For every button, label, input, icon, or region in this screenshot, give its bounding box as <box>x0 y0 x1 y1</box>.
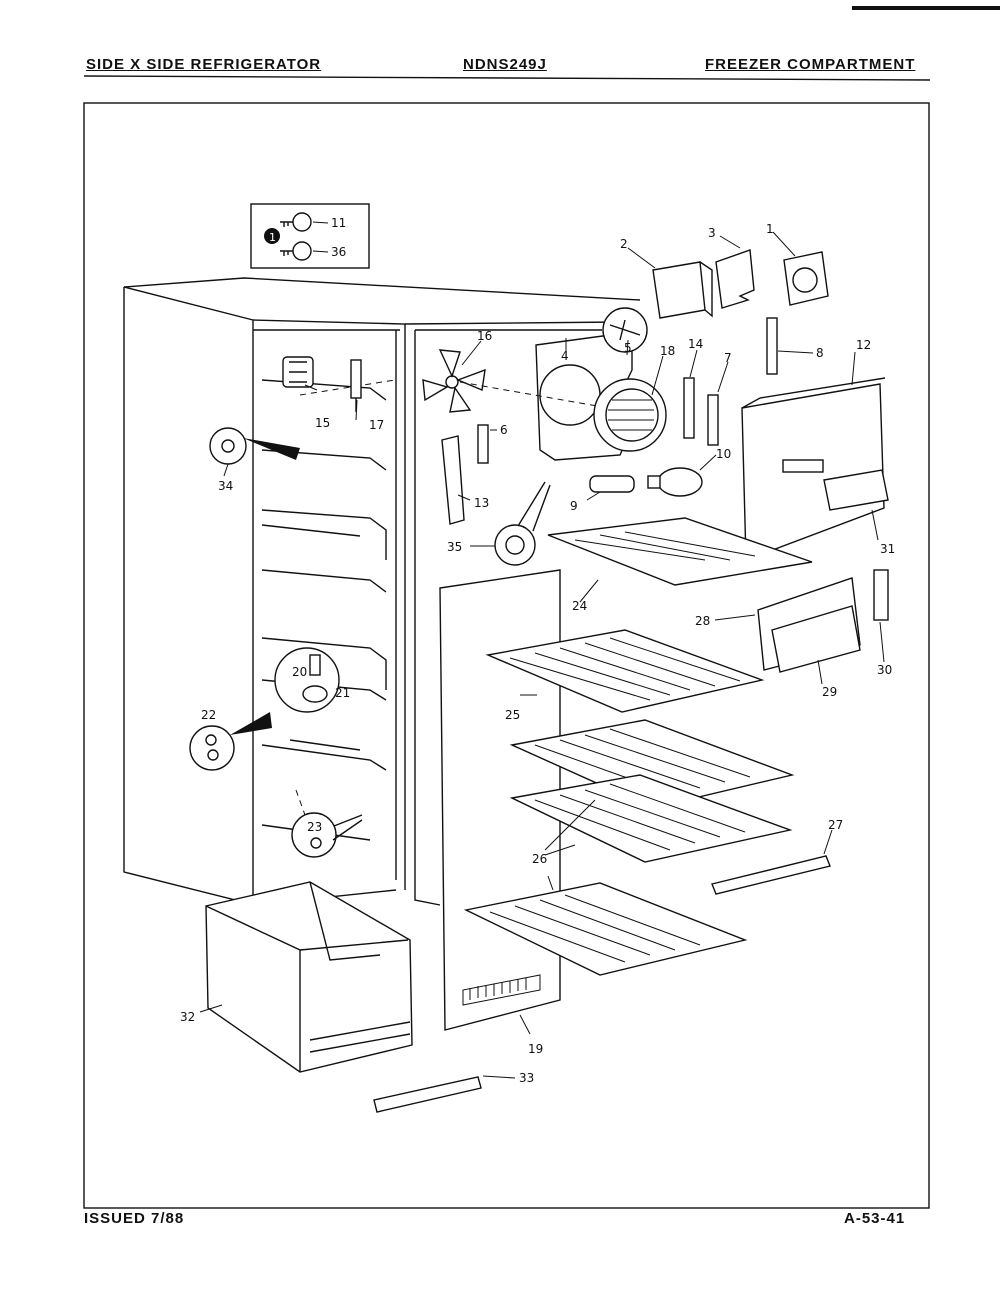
part-26-shelf-bottom <box>463 882 748 976</box>
footer-page-code: A-53-41 <box>844 1210 906 1227</box>
part-24-shelf <box>547 517 813 586</box>
callout-7: 7 <box>724 351 732 365</box>
part-13-bracket <box>441 435 465 525</box>
callout-35: 35 <box>447 540 462 554</box>
callout-4: 4 <box>561 349 569 363</box>
part-29-cover <box>771 605 861 673</box>
header-section-title: FREEZER COMPARTMENT <box>705 56 916 73</box>
callout-18: 18 <box>660 344 675 358</box>
part-5-grommet <box>602 307 648 353</box>
part-17-switch <box>350 359 362 412</box>
callout-28: 28 <box>695 614 710 628</box>
part-33-trim-strip <box>373 1076 482 1113</box>
callout-33: 33 <box>519 1071 534 1085</box>
part-18-fan-motor <box>593 378 667 452</box>
key-inset: 1 <box>250 203 370 269</box>
callout-36: 36 <box>331 245 346 259</box>
callout-17: 17 <box>369 418 384 432</box>
part-30-hinge <box>873 569 889 621</box>
callout-13: 13 <box>474 496 489 510</box>
part-10-light-bulb <box>647 467 703 497</box>
callout-31: 31 <box>880 542 895 556</box>
callout-23: 23 <box>307 820 322 834</box>
part-32-freezer-bin <box>205 881 413 1073</box>
part-8-spacer <box>766 317 778 375</box>
callout-19: 19 <box>528 1042 543 1056</box>
part-14-spacer <box>683 377 695 439</box>
detail-20-21-circle <box>274 647 340 713</box>
callout-21: 21 <box>335 686 350 700</box>
corner-mark <box>852 6 1000 10</box>
part-25-shelf <box>485 629 765 713</box>
diagram-border <box>83 102 930 1209</box>
callout-6: 6 <box>500 423 508 437</box>
callout-labels: 11 36 2 3 1 4 5 6 7 8 9 10 12 13 14 15 1… <box>180 216 895 1085</box>
part-12-evaporator-cover <box>741 377 886 562</box>
part-15-light-socket <box>282 356 314 388</box>
part-16-fan-blade <box>422 349 621 413</box>
callout-34: 34 <box>218 479 233 493</box>
footer-issued-date: ISSUED 7/88 <box>84 1210 185 1227</box>
callout-26: 26 <box>532 852 547 866</box>
part-7-spacer <box>707 394 719 446</box>
part-31-trim <box>823 469 889 511</box>
part-27-trim-strip <box>711 855 831 895</box>
callout-9: 9 <box>570 499 578 513</box>
callout-5: 5 <box>624 341 632 355</box>
callout-24: 24 <box>572 599 587 613</box>
callout-3: 3 <box>708 226 716 240</box>
part-6-spacer <box>477 424 489 464</box>
callout-32: 32 <box>180 1010 195 1024</box>
callout-15: 15 <box>315 416 330 430</box>
detail-34-circle <box>209 427 300 465</box>
callout-20: 20 <box>292 665 307 679</box>
callout-16: 16 <box>477 329 492 343</box>
marker-1-icon <box>264 228 280 244</box>
leader-lines <box>199 231 885 1079</box>
callout-30: 30 <box>877 663 892 677</box>
part-9-lamp-socket <box>589 475 635 493</box>
callout-11: 11 <box>331 216 346 230</box>
detail-23-circle <box>291 812 363 858</box>
inset-marker-label: 1 <box>269 231 276 244</box>
callout-25: 25 <box>505 708 520 722</box>
detail-35-circle <box>494 481 551 566</box>
header-model-number: NDNS249J <box>463 56 547 73</box>
callout-27: 27 <box>828 818 843 832</box>
detail-22-circle <box>189 712 272 771</box>
callout-22: 22 <box>201 708 216 722</box>
part-26-shelf-lower <box>509 774 793 863</box>
callout-1: 1 <box>766 222 774 236</box>
callout-14: 14 <box>688 337 703 351</box>
callout-8: 8 <box>816 346 824 360</box>
part-1-damper-cover <box>783 251 829 306</box>
callout-12: 12 <box>856 338 871 352</box>
header-product-type: SIDE X SIDE REFRIGERATOR <box>86 56 322 73</box>
callout-10: 10 <box>716 447 731 461</box>
part-3-bracket <box>715 249 755 309</box>
callout-29: 29 <box>822 685 837 699</box>
callout-2: 2 <box>620 237 628 251</box>
part-2-cover <box>652 261 713 319</box>
